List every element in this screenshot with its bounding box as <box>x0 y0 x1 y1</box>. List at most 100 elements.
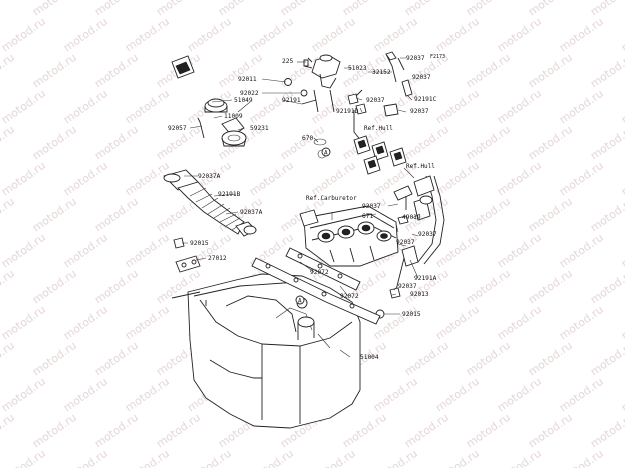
watermark-text: motod.ru <box>0 303 48 343</box>
watermark-text: motod.ru <box>464 267 513 307</box>
watermark-text: motod.ru <box>92 339 141 379</box>
watermark-text: motod.ru <box>557 87 606 127</box>
watermark-text: motod.ru <box>0 159 48 199</box>
watermark-text: motod.ru <box>185 15 234 55</box>
watermark-text: motod.ru <box>0 375 48 415</box>
watermark-text: motod.ru <box>216 51 265 91</box>
watermark-text: motod.ru <box>464 339 513 379</box>
small-fasteners <box>173 138 399 305</box>
watermark-text: motod.ru <box>526 51 575 91</box>
watermark-text: motod.ru <box>495 231 544 271</box>
watermark-text: motod.ru <box>123 303 172 343</box>
watermark-text: motod.ru <box>557 15 606 55</box>
label-92037: 92037 <box>398 283 417 290</box>
watermark-text: motod.ru <box>433 15 482 55</box>
watermark-text: motod.ru <box>247 159 296 199</box>
watermark-text: motod.ru <box>216 0 265 18</box>
watermark-text: motod.ru <box>123 375 172 415</box>
label-92037: 92037 <box>362 203 381 210</box>
label-92015: 92015 <box>402 311 421 318</box>
watermark-text: motod.ru <box>588 195 625 235</box>
ref-marker-a-1: A <box>321 147 331 157</box>
ref-hull-label: Ref.Hull <box>406 163 435 170</box>
label-51004: 51004 <box>360 354 379 361</box>
label-92022: 92022 <box>240 90 259 97</box>
watermark-text: motod.ru <box>557 159 606 199</box>
watermark-text: motod.ru <box>61 303 110 343</box>
watermark-text: motod.ru <box>278 123 327 163</box>
label-11009: 11009 <box>224 113 243 120</box>
label-49019: 49019 <box>402 214 421 221</box>
watermark-text: motod.ru <box>464 123 513 163</box>
watermark-text: motod.ru <box>123 87 172 127</box>
label-92037: 92037 <box>418 231 437 238</box>
watermark-text: motod.ru <box>61 15 110 55</box>
watermark-text: motod.ru <box>619 231 625 271</box>
watermark-text: motod.ru <box>526 339 575 379</box>
filler-hose <box>163 169 257 237</box>
watermark-text: motod.ru <box>402 411 451 451</box>
watermark-text: motod.ru <box>0 411 17 451</box>
watermark-text: motod.ru <box>30 51 79 91</box>
watermark-text: motod.ru <box>0 87 48 127</box>
ref-hull-label: Ref.Hull <box>364 125 393 132</box>
watermark-text: motod.ru <box>588 411 625 451</box>
watermark-text: motod.ru <box>619 447 625 468</box>
watermark-text: motod.ru <box>30 123 79 163</box>
watermark-text: motod.ru <box>61 231 110 271</box>
watermark-text: motod.ru <box>433 87 482 127</box>
watermark-text: motod.ru <box>340 411 389 451</box>
watermark-text: motod.ru <box>92 51 141 91</box>
leader-lines <box>182 57 421 358</box>
fuel-lines <box>284 51 413 143</box>
filler-cap-assembly <box>197 98 251 147</box>
watermark-text: motod.ru <box>0 195 17 235</box>
watermark-text: motod.ru <box>92 195 141 235</box>
watermark-text: motod.ru <box>588 51 625 91</box>
watermark-text: motod.ru <box>557 375 606 415</box>
label-92037: 92037 <box>366 97 385 104</box>
label-92191: 92191 <box>282 97 301 104</box>
watermark-text: motod.ru <box>588 0 625 18</box>
watermark-text: motod.ru <box>0 123 17 163</box>
watermark-text: motod.ru <box>185 447 234 468</box>
watermark-text: motod.ru <box>588 123 625 163</box>
label-51023: 51023 <box>348 65 367 72</box>
fuel-valve <box>303 54 341 113</box>
watermark-text: motod.ru <box>30 339 79 379</box>
watermark-text: motod.ru <box>433 231 482 271</box>
watermark-text: motod.ru <box>526 267 575 307</box>
label-92037: 92037 <box>412 74 431 81</box>
watermark-text: motod.ru <box>526 195 575 235</box>
watermark-text: motod.ru <box>557 303 606 343</box>
watermark-text: motod.ru <box>402 123 451 163</box>
watermark-text: motod.ru <box>92 123 141 163</box>
watermark-text: motod.ru <box>619 15 625 55</box>
watermark-text: motod.ru <box>464 51 513 91</box>
svg-text:A: A <box>324 150 328 157</box>
watermark-text: motod.ru <box>495 87 544 127</box>
label-51049: 51049 <box>234 97 253 104</box>
watermark-text: motod.ru <box>154 0 203 18</box>
watermark-text: motod.ru <box>464 195 513 235</box>
label-92037: 92037 <box>410 108 429 115</box>
label-92191d: 92191D <box>336 108 359 115</box>
watermark-text: motod.ru <box>371 303 420 343</box>
watermark-text: motod.ru <box>371 447 420 468</box>
watermark-text: motod.ru <box>619 303 625 343</box>
watermark-text: motod.ru <box>557 447 606 468</box>
watermark-text: motod.ru <box>154 411 203 451</box>
watermark-text: motod.ru <box>0 15 48 55</box>
label-27012: 27012 <box>208 255 227 262</box>
watermark-text: motod.ru <box>278 0 327 18</box>
label-92072: 92072 <box>340 293 359 300</box>
watermark-text: motod.ru <box>495 159 544 199</box>
watermark-text: motod.ru <box>526 411 575 451</box>
watermark-text: motod.ru <box>30 267 79 307</box>
fuel-filter-lines <box>375 175 445 319</box>
watermark-text: motod.ru <box>402 339 451 379</box>
label-32152: 32152 <box>372 69 391 76</box>
watermark-text: motod.ru <box>433 447 482 468</box>
